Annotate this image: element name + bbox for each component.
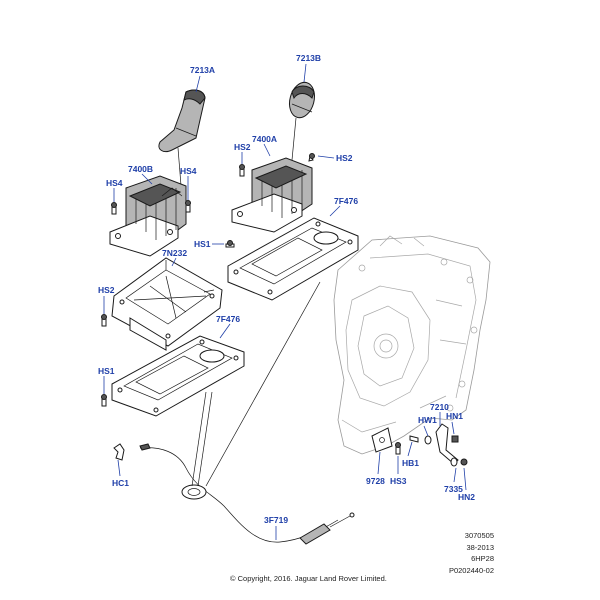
alignment-lines [191,281,321,487]
gear-knob-7213B [289,81,315,161]
callout-HS2-left: HS2 [98,285,115,295]
reference-line-1: 3070505 [464,531,494,540]
reference-line-4: P0202440-02 [448,565,494,575]
reference-line-2: 38-2013 [466,542,494,552]
bracket-9728 [371,427,393,453]
gasket-7F476-upper [227,217,359,301]
callout-HS3: HS3 [390,476,407,486]
callout-HB1: HB1 [402,458,419,468]
callout-7210: 7210 [430,402,449,412]
gasket-7F476-lower [111,335,245,417]
callout-7N232: 7N232 [162,248,187,258]
leader-lines [103,63,467,540]
cable-3F719 [139,443,355,545]
callout-7335: 7335 [444,484,463,494]
callout-HS4-right: HS4 [180,166,197,176]
reference-block: 3070505 38-2013 6HP28 P0202440-02 [449,530,494,576]
screws [101,153,401,455]
callout-7213B: 7213B [296,53,321,63]
clip-HC1 [113,443,125,461]
callout-HS2-top-left: HS2 [234,142,251,152]
callout-7400A: 7400A [252,134,277,144]
callout-HW1: HW1 [418,415,437,425]
copyright-notice: © Copyright, 2016. Jaguar Land Rover Lim… [230,574,387,583]
callout-7F476-lower: 7F476 [216,314,240,324]
callout-HN2: HN2 [458,492,475,502]
callout-7213A: 7213A [190,65,215,75]
washer-HW1-and-nuts [409,435,468,467]
callout-HN1: HN1 [446,411,463,421]
callout-HS1-mid: HS1 [194,239,211,249]
callout-7F476-upper: 7F476 [334,196,358,206]
reference-line-3: 6HP28 [471,554,494,563]
shifter-assembly-7400A [231,157,313,233]
transmission-housing [333,235,491,455]
shifter-assembly-7400B [109,175,187,257]
callout-9728: 9728 [366,476,385,486]
callout-HS1-left: HS1 [98,366,115,376]
lever-7210 [435,423,459,465]
callout-HS2-top-right: HS2 [336,153,353,163]
callout-3F719: 3F719 [264,515,288,525]
callout-7400B: 7400B [128,164,153,174]
callout-HC1: HC1 [112,478,129,488]
bracket-7N232 [111,257,223,351]
callout-HS4-left: HS4 [106,178,123,188]
callout-labels: 7213A 7213B 7400B 7400A HS4 HS4 HS2 HS2 … [98,53,475,525]
